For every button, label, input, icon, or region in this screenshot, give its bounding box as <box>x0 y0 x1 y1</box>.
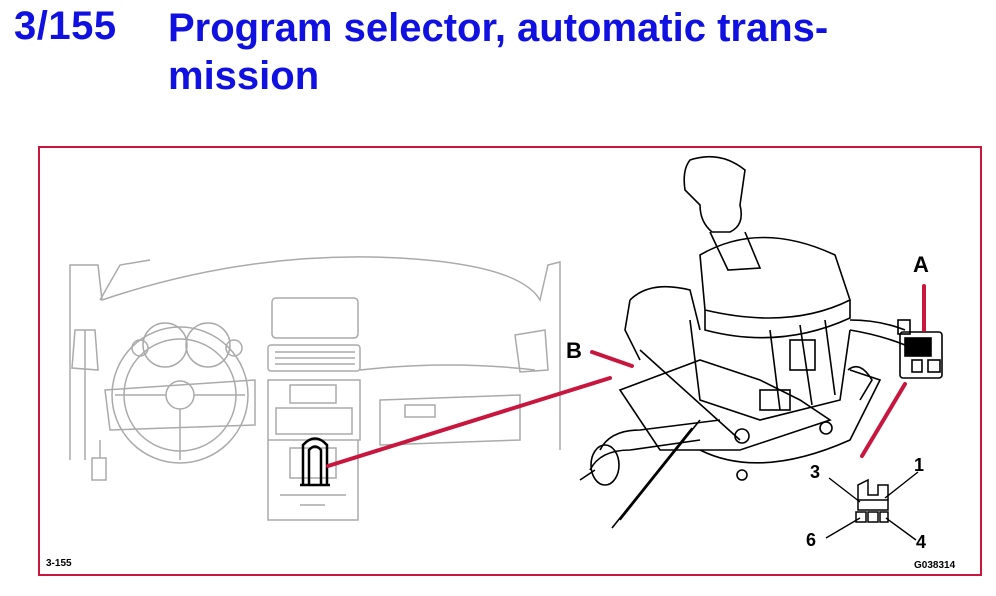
figure-frame <box>38 146 982 576</box>
pin-1-label: 1 <box>914 455 925 475</box>
leader-lines <box>326 284 926 468</box>
dashboard-drawing <box>69 256 561 521</box>
connector-a-drawing <box>899 331 943 379</box>
pin-4-label: 4 <box>916 532 927 552</box>
pin-3-label: 3 <box>810 462 821 482</box>
pin-leaders <box>825 471 919 541</box>
callout-a-label: A <box>913 252 929 277</box>
figure-ref-right: G038314 <box>914 560 956 571</box>
program-selector-drawing <box>579 155 911 529</box>
pin-detail-drawing <box>855 478 889 523</box>
callout-b-label: B <box>566 338 582 363</box>
figure-ref-left: 3-155 <box>46 558 72 569</box>
selector-highlight <box>300 437 330 487</box>
page-title: Program selector, automatic trans- missi… <box>168 6 829 98</box>
section-number: 3/155 <box>14 4 117 48</box>
pin-6-label: 6 <box>806 530 817 550</box>
